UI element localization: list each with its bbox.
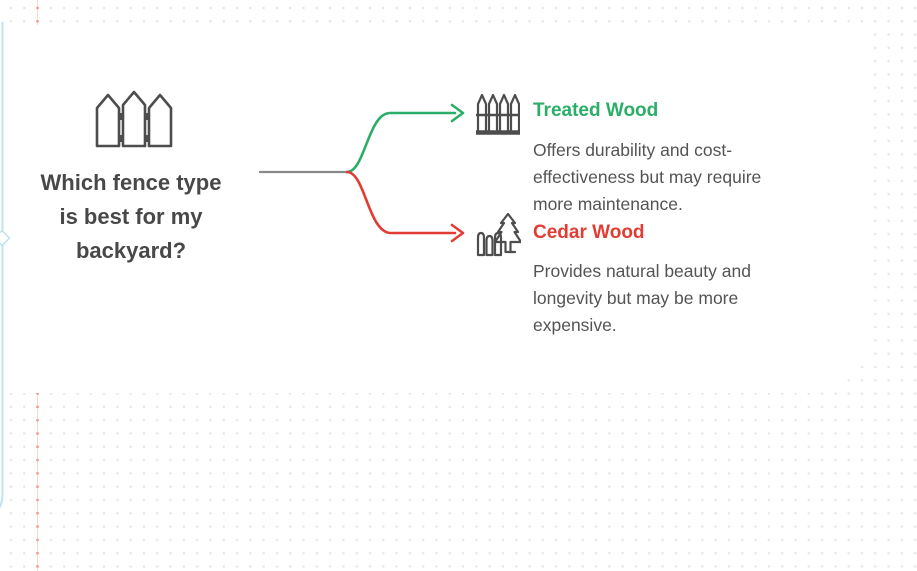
desc-line: Provides natural beauty and — [533, 261, 751, 281]
cedar-wood-icon-wrap — [475, 212, 521, 258]
root-question-title: Which fence type is best for my backyard… — [16, 166, 246, 268]
root-node-icon-wrap — [94, 89, 174, 151]
panel-handle-chevron-icon[interactable] — [0, 229, 11, 247]
desc-line: Offers durability and cost- — [533, 140, 733, 160]
treated-wood-label: Treated Wood — [533, 100, 659, 121]
root-title-line: is best for my — [59, 204, 203, 229]
desc-line: more maintenance. — [533, 194, 683, 214]
cedar-wood-branch-arrow — [345, 170, 465, 243]
diagram-surface — [2, 25, 870, 393]
treated-wood-icon-wrap — [476, 91, 520, 137]
branch-connectors — [258, 103, 465, 243]
treated-wood-branch-arrow — [345, 103, 465, 174]
cedar-tree-fence-icon — [476, 212, 521, 257]
page-edge-line — [0, 22, 4, 509]
desc-line: expensive. — [533, 315, 617, 335]
picket-fence-icon — [476, 93, 520, 135]
root-title-line: Which fence type — [40, 170, 222, 195]
cedar-wood-label: Cedar Wood — [533, 222, 645, 243]
cedar-wood-description: Provides natural beauty and longevity bu… — [533, 258, 751, 339]
desc-line: longevity but may be more — [533, 288, 739, 308]
treated-wood-description: Offers durability and cost- effectivenes… — [533, 137, 761, 218]
desc-line: effectiveness but may require — [533, 167, 762, 187]
fence-icon — [95, 90, 173, 148]
root-title-line: backyard? — [75, 238, 187, 263]
left-page-edge — [0, 22, 11, 509]
